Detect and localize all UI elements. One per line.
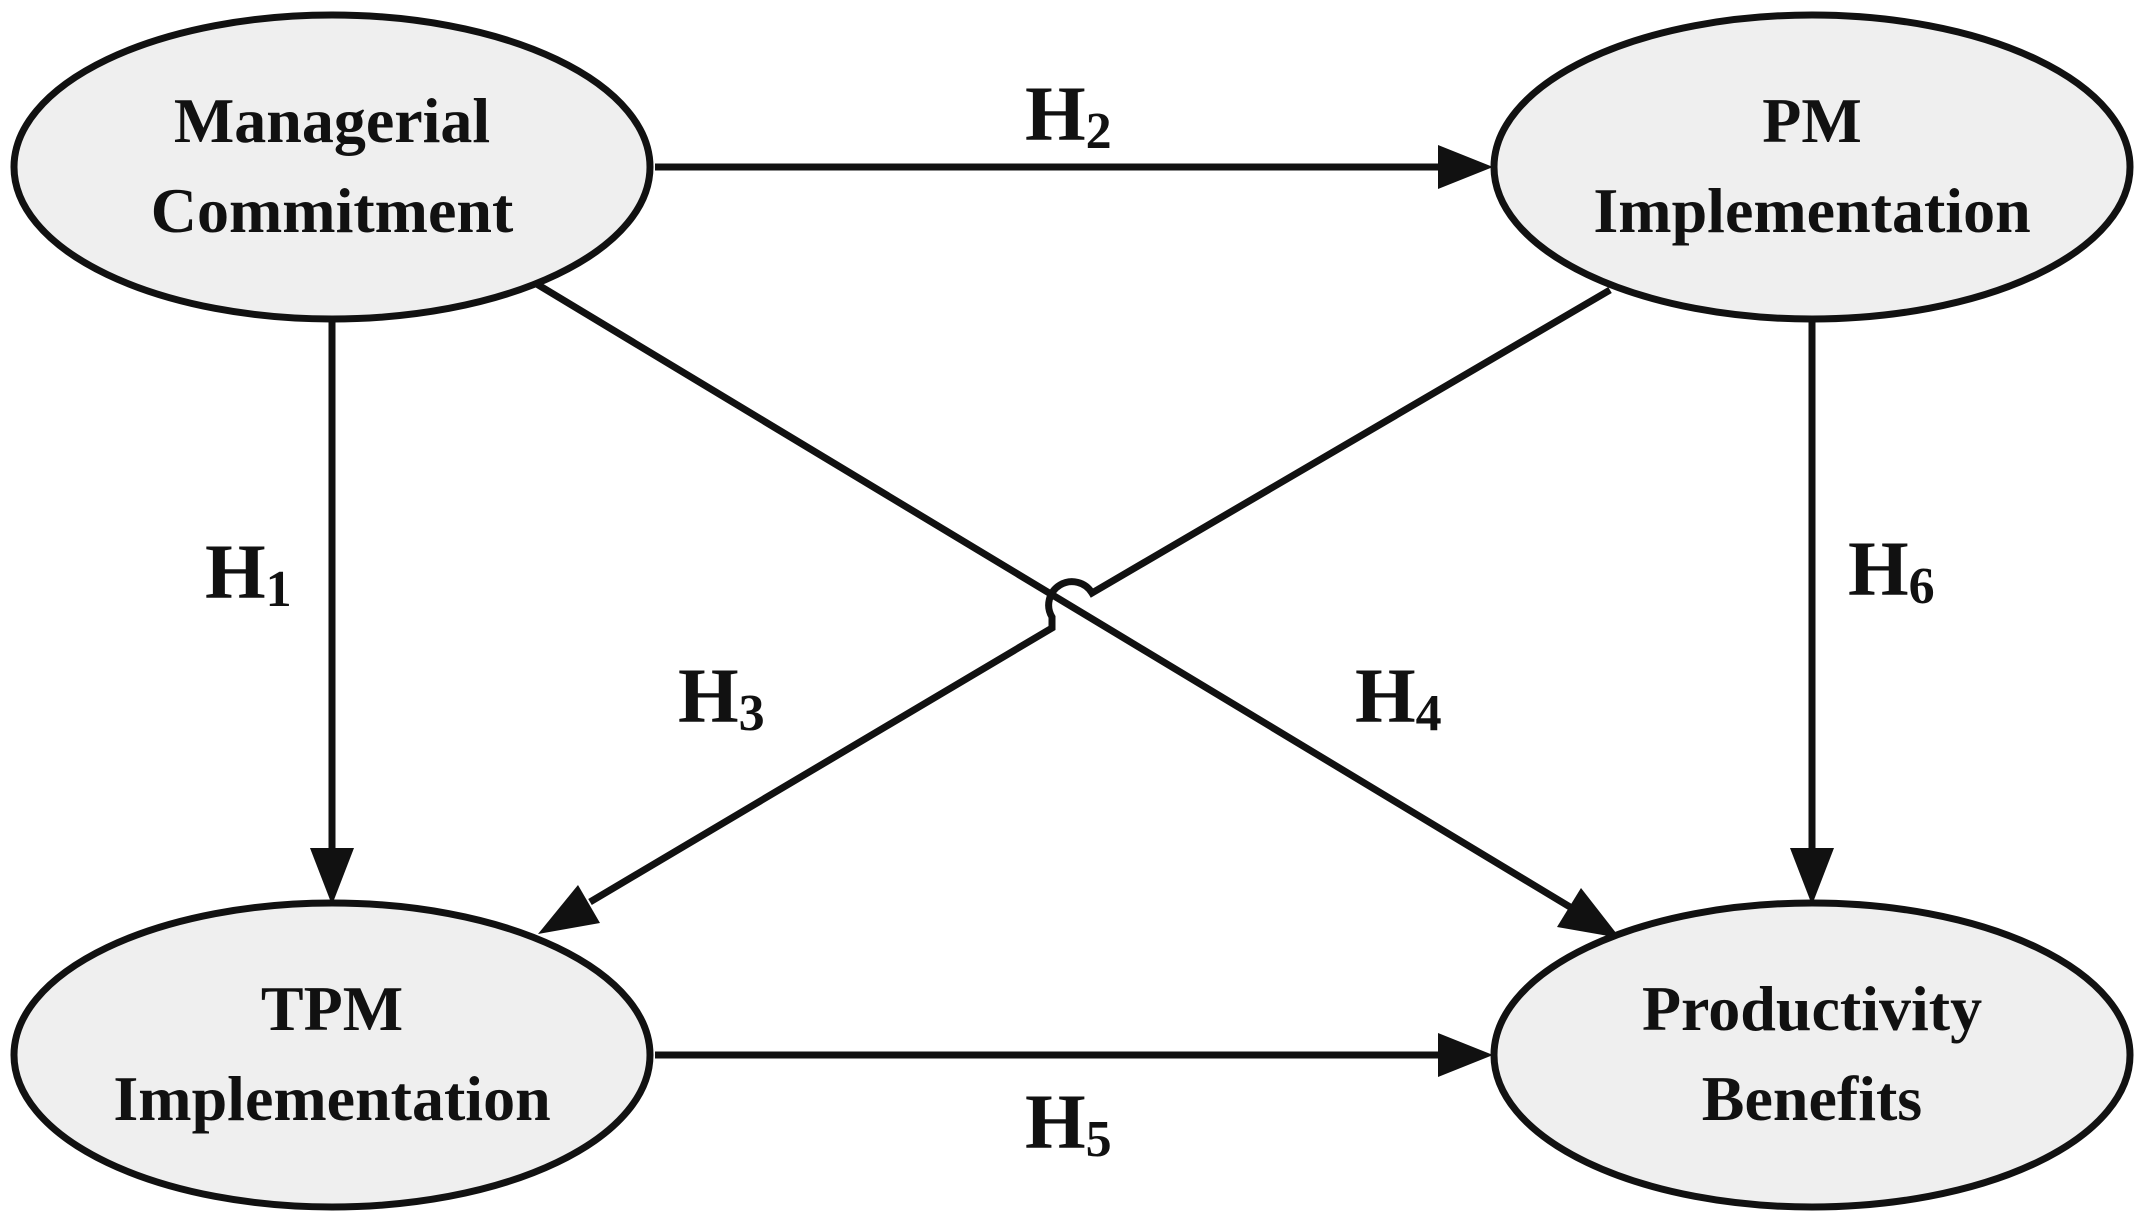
arrowhead-h3 xyxy=(538,885,600,934)
node-label-line2: Commitment xyxy=(151,175,514,246)
arrowhead-h2 xyxy=(1438,145,1493,189)
node-pm-implementation: PM Implementation xyxy=(1490,11,2134,323)
edge-h4 xyxy=(533,280,1577,913)
node-label-line1: PM xyxy=(1762,85,1862,156)
hypothesis-label-h3: H3 xyxy=(678,652,765,742)
arrowhead-h5 xyxy=(1438,1033,1493,1077)
hypothesis-label-h1: H1 xyxy=(205,528,292,618)
edges xyxy=(310,145,1834,1077)
node-ellipse xyxy=(1490,899,2134,1211)
hypothesis-label-h6: H6 xyxy=(1848,525,1935,615)
node-ellipse xyxy=(10,11,654,323)
node-label-line2: Implementation xyxy=(1593,175,2030,246)
node-label-line2: Implementation xyxy=(113,1063,550,1134)
arrowhead-h6 xyxy=(1790,848,1834,905)
node-tpm-implementation: TPM Implementation xyxy=(10,899,654,1211)
node-productivity-benefits: Productivity Benefits xyxy=(1490,899,2134,1211)
edge-h3 xyxy=(588,286,1612,906)
hypothesis-label-h2: H2 xyxy=(1025,70,1112,160)
arrowhead-h4 xyxy=(1557,888,1620,938)
node-managerial-commitment: Managerial Commitment xyxy=(10,11,654,323)
node-label-line2: Benefits xyxy=(1702,1063,1922,1134)
node-label-line1: Managerial xyxy=(174,85,490,156)
hypothesis-label-h5: H5 xyxy=(1025,1078,1112,1168)
node-label-line1: TPM xyxy=(261,973,403,1044)
hypothesis-label-h4: H4 xyxy=(1355,652,1442,742)
node-ellipse xyxy=(10,899,654,1211)
arrowhead-h1 xyxy=(310,848,354,905)
node-ellipse xyxy=(1490,11,2134,323)
node-label-line1: Productivity xyxy=(1642,973,1982,1044)
